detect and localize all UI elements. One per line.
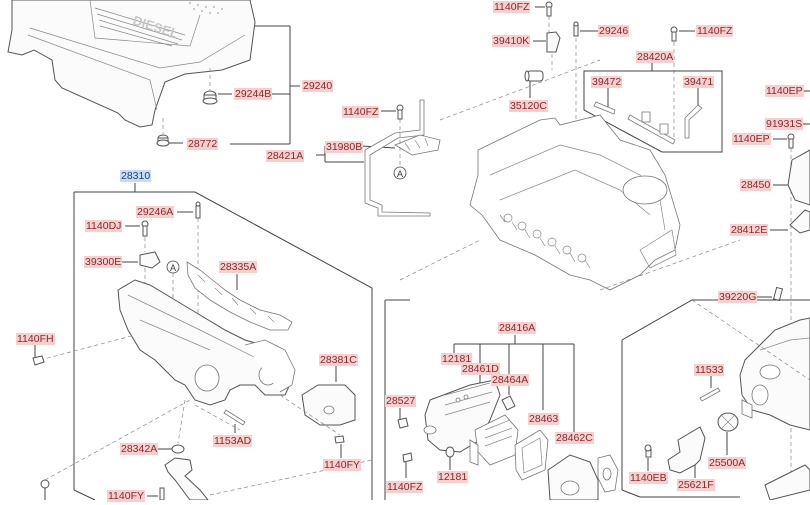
label-1140fh[interactable]: 1140FH <box>16 333 55 345</box>
label-1140fy-bottom[interactable]: 1140FY <box>107 490 145 502</box>
svg-text:A: A <box>170 263 176 273</box>
bolt-1140fy-right <box>334 435 345 458</box>
label-28421a[interactable]: 28421A <box>266 150 305 162</box>
grommet-29244b <box>202 68 218 105</box>
solenoid-35120c <box>439 59 601 121</box>
bolt-1140fz-mid <box>381 104 404 120</box>
thermostat-25500a <box>717 412 739 455</box>
label-28461d[interactable]: 28461D <box>461 363 500 375</box>
label-1140fz-mid[interactable]: 1140FZ <box>342 106 380 118</box>
label-1140dj[interactable]: 1140DJ <box>85 220 123 232</box>
label-group-28310[interactable]: 28310 <box>120 170 152 182</box>
egr-valve-28462c <box>547 454 599 501</box>
sensor-39300e <box>121 251 161 290</box>
label-91931s[interactable]: 91931S <box>765 118 804 130</box>
gasket-28463 <box>514 429 549 481</box>
bolt-1140fy-bottom <box>147 487 165 501</box>
intake-manifold <box>39 279 296 406</box>
label-28450[interactable]: 28450 <box>740 179 772 191</box>
label-28527[interactable]: 28527 <box>385 395 417 407</box>
sensor-39410k <box>533 31 561 70</box>
outline-cooling-group <box>621 299 810 498</box>
gasket-28335a <box>186 261 293 331</box>
engine-cover: DIESEL <box>7 0 256 128</box>
label-28772[interactable]: 28772 <box>187 138 219 150</box>
throttle-28381c <box>279 366 356 436</box>
gasket-right <box>597 454 619 493</box>
pin-1153ad <box>194 404 246 433</box>
label-1140eb[interactable]: 1140EB <box>629 472 668 484</box>
label-28381c[interactable]: 28381C <box>319 354 358 366</box>
label-12181-bottom[interactable]: 12181 <box>437 471 469 483</box>
label-28412e[interactable]: 28412E <box>730 224 769 236</box>
nut-12181-bottom <box>445 446 455 470</box>
housing-28450 <box>773 149 810 206</box>
bolt-28527 <box>397 408 409 429</box>
label-28420a[interactable]: 28420A <box>636 51 675 63</box>
svg-text:A: A <box>397 169 403 179</box>
egr-pipe <box>164 457 373 501</box>
outline-intake-group <box>73 183 373 501</box>
label-28335a[interactable]: 28335A <box>219 261 258 273</box>
oring-28342a <box>44 399 191 481</box>
label-29246a[interactable]: 29246A <box>136 206 175 218</box>
injector-pipe-kit-28420a <box>583 63 723 153</box>
label-28416a[interactable]: 28416A <box>498 322 537 334</box>
label-39410k[interactable]: 39410K <box>492 35 531 47</box>
label-28463[interactable]: 28463 <box>528 413 560 425</box>
leader-29240 <box>169 25 300 145</box>
label-1140ep-top[interactable]: 1140EP <box>765 85 804 97</box>
bolt-1140fz-bottom <box>402 452 413 478</box>
label-25621f[interactable]: 25621F <box>677 479 715 491</box>
label-1140ep-bot[interactable]: 1140EP <box>732 133 771 145</box>
bolt-28464a <box>501 395 516 411</box>
egr-cooler <box>423 379 519 466</box>
thermostat-housing <box>739 317 810 431</box>
label-35120c[interactable]: 35120C <box>509 100 548 112</box>
gasket-28412e <box>770 209 810 234</box>
cylinder-head <box>399 114 741 291</box>
label-28464a[interactable]: 28464A <box>491 374 530 386</box>
bolt-1140fz-top <box>535 1 553 32</box>
label-1153ad[interactable]: 1153AD <box>213 435 253 447</box>
label-29240[interactable]: 29240 <box>302 80 334 92</box>
bolt-1140eb <box>644 444 652 471</box>
label-39471[interactable]: 39471 <box>683 76 715 88</box>
label-1140fy-right[interactable]: 1140FY <box>323 459 361 471</box>
dowel-11533 <box>699 375 721 402</box>
label-39300e[interactable]: 39300E <box>84 256 123 268</box>
label-28462c[interactable]: 28462C <box>555 432 594 444</box>
nut-bottom-left <box>40 479 50 500</box>
bolt-1140fh <box>32 345 45 366</box>
water-inlet-25621f <box>667 426 706 478</box>
label-29244b[interactable]: 29244B <box>234 88 273 100</box>
label-31980b[interactable]: 31980B <box>325 141 364 153</box>
bolt-1140dj <box>125 220 149 252</box>
label-1140fz-top[interactable]: 1140FZ <box>493 1 531 13</box>
label-1140fz-bottom[interactable]: 1140FZ <box>386 481 424 493</box>
label-39220g[interactable]: 39220G <box>718 291 758 303</box>
label-39472[interactable]: 39472 <box>591 76 623 88</box>
pipe-fragment-bottom-right <box>764 464 810 501</box>
grommet-28772 <box>156 118 170 147</box>
label-12181-top[interactable]: 12181 <box>441 353 473 365</box>
ref-marker-a-top: A <box>393 166 407 180</box>
label-25500a[interactable]: 25500A <box>708 457 747 469</box>
label-1140fz-right[interactable]: 1140FZ <box>696 25 734 37</box>
sensor-39220g <box>757 286 784 302</box>
plug-29246a <box>177 201 201 320</box>
label-29246[interactable]: 29246 <box>598 25 630 37</box>
label-11533[interactable]: 11533 <box>694 364 725 376</box>
label-28342a[interactable]: 28342A <box>120 443 159 455</box>
